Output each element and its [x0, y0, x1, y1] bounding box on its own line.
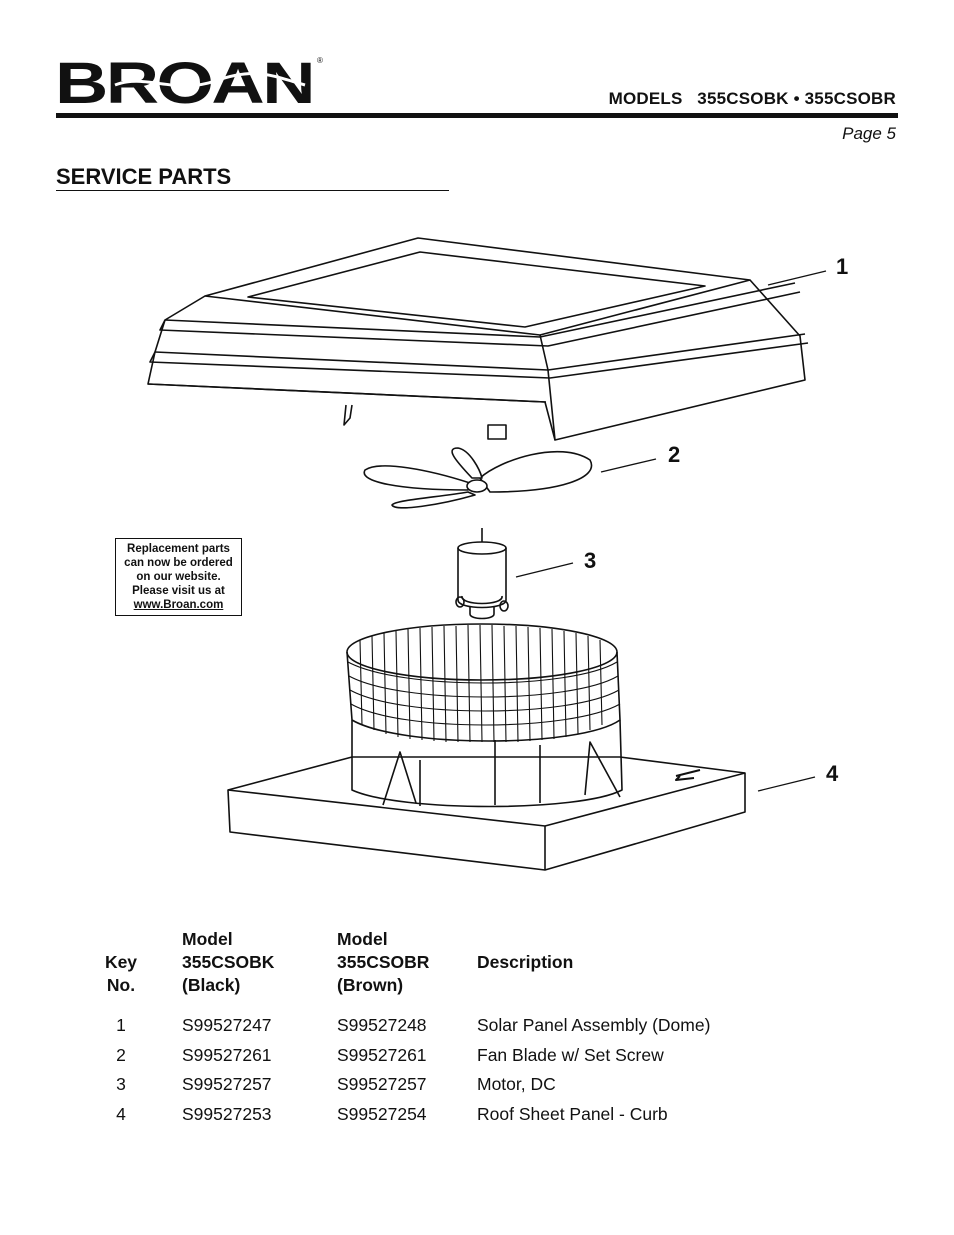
cell-description: Motor, DC — [477, 1074, 556, 1095]
leader-lines — [515, 270, 827, 792]
fan-blade-drawing — [363, 447, 593, 509]
table-row: 4 S99527253 S99527254 Roof Sheet Panel -… — [60, 1100, 777, 1130]
header-divider — [56, 113, 898, 118]
cell-key: 4 — [116, 1103, 126, 1124]
cell-black-part: S99527257 — [182, 1074, 272, 1095]
motor-drawing — [455, 528, 509, 620]
cell-brown-part: S99527248 — [337, 1015, 427, 1036]
replacement-parts-notice: Replacement parts can now be ordered on … — [115, 538, 242, 616]
notice-line: can now be ordered — [124, 557, 233, 569]
callout-3: 3 — [584, 548, 597, 573]
callout-1: 1 — [836, 254, 849, 279]
cell-key: 2 — [116, 1044, 126, 1065]
cell-description: Roof Sheet Panel - Curb — [477, 1103, 668, 1124]
models-heading: MODELS 355CSOBK • 355CSOBR — [608, 89, 896, 108]
notice-line: on our website. — [136, 571, 221, 583]
notice-line: Replacement parts — [127, 543, 230, 555]
cell-brown-part: S99527257 — [337, 1074, 427, 1095]
cell-description: Solar Panel Assembly (Dome) — [477, 1015, 711, 1036]
cell-black-part: S99527253 — [182, 1103, 272, 1124]
section-underline — [56, 190, 449, 191]
table-row: 3 S99527257 S99527257 Motor, DC — [60, 1070, 777, 1100]
cell-brown-part: S99527254 — [337, 1103, 427, 1124]
broan-logo: BROAN ® — [55, 55, 323, 107]
solar-dome-drawing — [147, 237, 809, 441]
logo-wordmark: BROAN — [55, 55, 313, 107]
cell-key: 3 — [116, 1074, 126, 1095]
notice-line: Please visit us at — [132, 585, 225, 597]
screen-mesh — [347, 624, 621, 743]
table-row: 1 S99527247 S99527248 Solar Panel Assemb… — [60, 1011, 777, 1041]
cell-description: Fan Blade w/ Set Screw — [477, 1044, 664, 1065]
table-row: 2 S99527261 S99527261 Fan Blade w/ Set S… — [60, 1041, 777, 1071]
broan-website-link[interactable]: www.Broan.com — [133, 599, 224, 611]
cell-brown-part: S99527261 — [337, 1044, 427, 1065]
page-number: Page 5 — [842, 124, 896, 143]
exploded-parts-diagram — [147, 237, 827, 871]
cell-key: 1 — [116, 1015, 126, 1036]
registered-mark: ® — [317, 56, 323, 65]
header-description: Description — [477, 952, 574, 972]
cell-black-part: S99527261 — [182, 1044, 272, 1065]
cell-black-part: S99527247 — [182, 1015, 272, 1036]
section-title: SERVICE PARTS — [56, 164, 232, 189]
callout-2: 2 — [668, 442, 681, 467]
curb-with-screen-drawing — [227, 623, 746, 871]
callout-4: 4 — [826, 761, 839, 786]
